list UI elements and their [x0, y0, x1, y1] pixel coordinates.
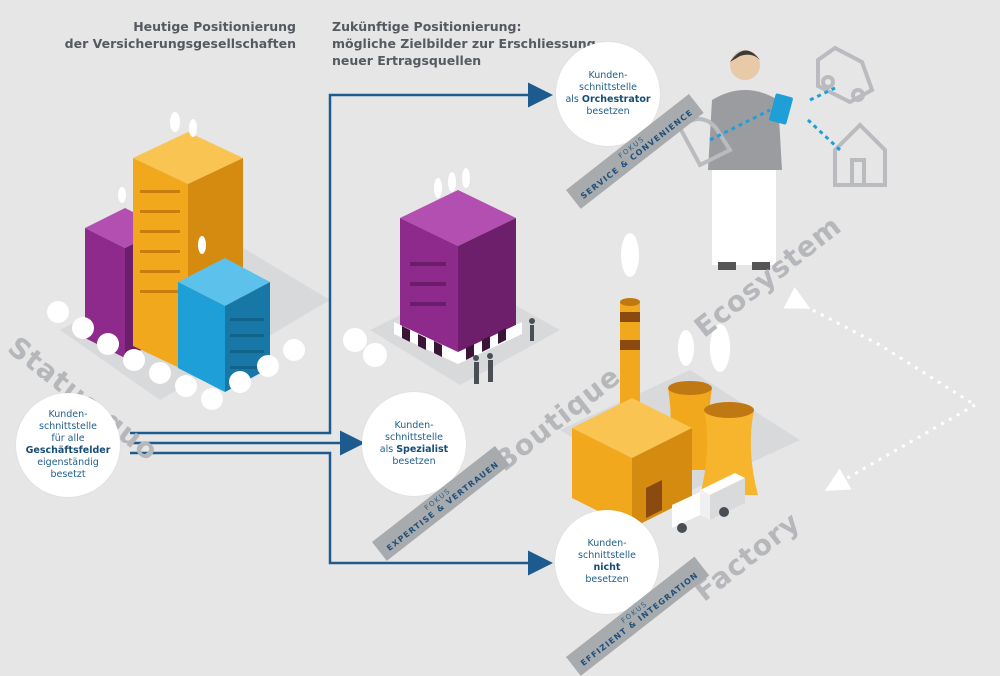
ecosystem-house-icon — [833, 122, 887, 187]
circle-key-text: Geschäftsfelder — [25, 445, 111, 456]
circle-key-text: Spezialist — [396, 444, 449, 455]
circle-key-text: Orchestrator — [581, 94, 651, 105]
cycle-arrows — [783, 287, 976, 491]
boutique-building-icon — [343, 168, 535, 384]
circle-specialist: Kunden- schnittstelle als Spezialist bes… — [362, 392, 466, 496]
circle-text: schnittstelle — [578, 550, 636, 561]
factory-icon — [572, 233, 758, 533]
circle-text: besetzen — [585, 574, 629, 585]
circle-text: besetzt — [50, 469, 86, 480]
circle-text: besetzen — [586, 106, 630, 117]
circle-status-quo: Kunden- schnittstelle für alle Geschäfts… — [16, 393, 120, 497]
heading-future-line-2: mögliche Zielbilder zur Erschliessung — [332, 36, 596, 51]
circle-key-text: nicht — [593, 562, 621, 573]
circle-factory: Kunden- schnittstelle nicht besetzen — [555, 510, 659, 614]
circle-text: eigenständig — [37, 457, 99, 468]
circle-text-with-key: als Spezialist — [380, 444, 448, 456]
circle-text: besetzen — [392, 456, 436, 467]
circle-text: als — [379, 444, 394, 455]
data-flow-arrows — [709, 86, 842, 152]
heading-future-line-3: neuer Ertragsquellen — [332, 53, 482, 68]
status-quo-buildings-icon — [47, 112, 305, 410]
circle-text: als — [565, 94, 579, 105]
heading-current-line-1: Heutige Positionierung — [133, 19, 296, 34]
circle-text: Kunden- — [588, 70, 628, 81]
heading-current-positioning: Heutige Positionierung der Versicherungs… — [65, 18, 296, 52]
circle-text: Kunden- — [587, 538, 627, 549]
scenario-connector-arrows — [130, 82, 553, 576]
circle-text: schnittstelle — [39, 421, 97, 432]
heading-future-line-1: Zukünftige Positionierung: — [332, 19, 522, 34]
circle-text: Kunden- — [394, 420, 434, 431]
ecosystem-person-icon — [708, 50, 793, 270]
circle-text: schnittstelle — [579, 82, 637, 93]
heading-current-line-2: der Versicherungsgesellschaften — [64, 36, 296, 51]
circle-text: Kunden- — [48, 409, 88, 420]
circle-text-with-key: als Orchestrator — [565, 94, 650, 106]
ecosystem-car-icon — [816, 45, 875, 105]
circle-text: für alle — [51, 433, 85, 444]
heading-future-positioning: Zukünftige Positionierung: mögliche Ziel… — [332, 18, 596, 69]
circle-text: schnittstelle — [385, 432, 443, 443]
